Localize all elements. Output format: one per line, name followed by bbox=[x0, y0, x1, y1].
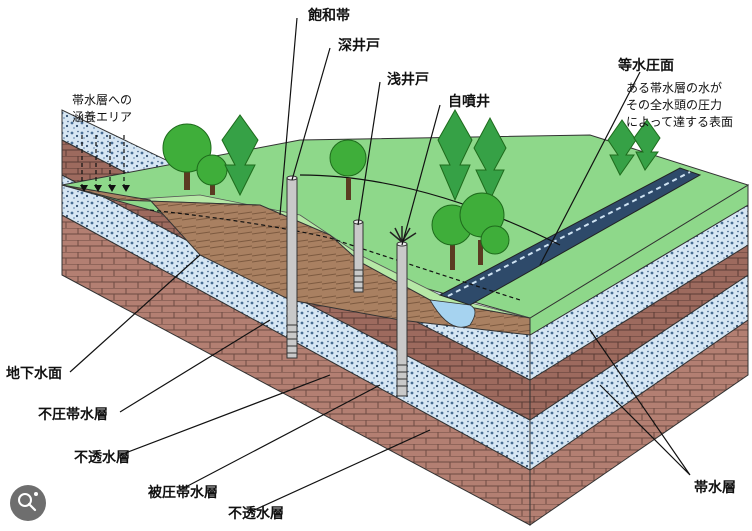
label-recharge-area-line2: 涵養エリア bbox=[72, 109, 132, 124]
label-shallow-well: 浅井戸 bbox=[387, 71, 429, 88]
tree-cluster-right bbox=[431, 108, 661, 270]
shallow-well-pipe bbox=[353, 219, 364, 293]
water-table-line bbox=[149, 209, 521, 301]
label-unconfined-aquifer: 不圧帯水層 bbox=[38, 406, 108, 423]
label-potentiometric-desc-3: によって達する表面 bbox=[626, 115, 733, 129]
label-deep-well: 深井戸 bbox=[338, 37, 380, 54]
label-confined-aquifer: 被圧帯水層 bbox=[148, 484, 218, 501]
label-aquifer: 帯水層 bbox=[694, 479, 736, 496]
label-artesian-well: 自噴井 bbox=[448, 93, 490, 110]
tree-cluster-left bbox=[162, 114, 259, 197]
artesian-well-pipe bbox=[389, 226, 417, 397]
label-aquitard-lower: 不透水層 bbox=[228, 505, 284, 522]
label-saturated-zone: 飽和帯 bbox=[307, 7, 350, 24]
tree-cluster-middle bbox=[329, 139, 367, 200]
label-potentiometric-desc-1: ある帯水層の水が bbox=[626, 80, 722, 95]
deep-well-pipe bbox=[286, 175, 298, 359]
label-water-table: 地下水面 bbox=[6, 365, 62, 382]
label-recharge-area-line1: 帯水層への bbox=[72, 93, 132, 107]
label-aquitard-upper: 不透水層 bbox=[74, 449, 130, 466]
lens-search-icon[interactable] bbox=[10, 485, 46, 521]
label-potentiometric-surface: 等水圧面 bbox=[618, 57, 674, 74]
label-potentiometric-desc-2: その全水頭の圧力 bbox=[626, 97, 722, 112]
